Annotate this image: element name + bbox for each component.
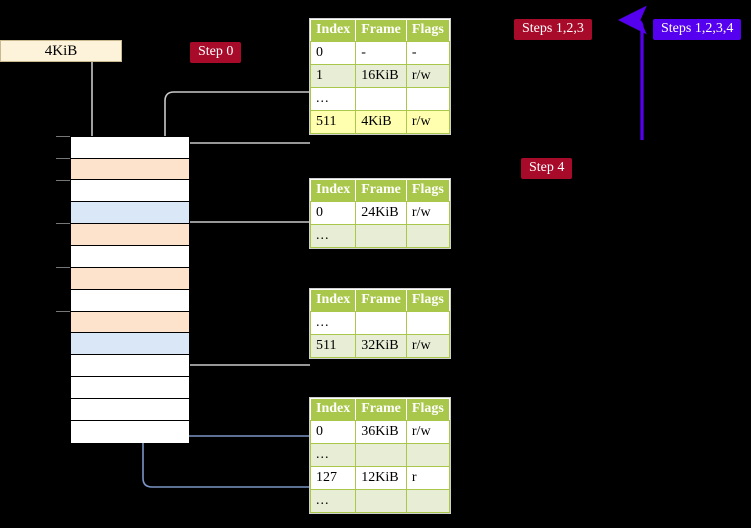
table-row: ... <box>309 489 450 513</box>
table-cell-flags: r/w <box>405 64 450 88</box>
physical-memory-column <box>70 136 190 443</box>
memory-frame-row <box>71 377 189 399</box>
table-cell-frame: - <box>355 41 407 65</box>
column-header-index: Index <box>309 289 357 312</box>
memory-frame-row <box>71 137 189 159</box>
table-cell-flags: r <box>405 466 450 490</box>
table-cell-frame: 4KiB <box>355 110 407 134</box>
table-cell-frame <box>355 224 407 248</box>
step-0-label: Step 0 <box>190 42 242 63</box>
memory-frame-row <box>71 355 189 377</box>
memory-tick <box>56 267 70 268</box>
memory-tick <box>56 136 70 137</box>
column-header-frame: Frame <box>355 289 407 312</box>
column-header-frame: Frame <box>355 179 407 202</box>
column-header-index: Index <box>309 19 357 42</box>
memory-frame-row <box>71 333 189 355</box>
memory-frame-row <box>71 202 189 224</box>
table-cell-flags: r/w <box>405 110 450 134</box>
memory-frame-row <box>71 180 189 202</box>
memory-tick <box>56 311 70 312</box>
table-cell-flags <box>405 87 450 111</box>
memory-frame-row <box>71 421 189 443</box>
table-cell-flags <box>405 224 450 248</box>
table-cell-flags: r/w <box>405 201 450 225</box>
frame-size-box: 4KiB <box>0 40 122 62</box>
steps-1234-label: Steps 1,2,3,4 <box>653 19 742 40</box>
table-cell-index: 0 <box>309 41 357 65</box>
memory-frame-row <box>71 312 189 333</box>
table-cell-frame <box>355 311 407 335</box>
column-header-flags: Flags <box>405 179 450 202</box>
table-row: 0-- <box>309 41 450 65</box>
table-cell-index: ... <box>309 443 357 467</box>
column-header-index: Index <box>309 179 357 202</box>
table-cell-frame <box>355 443 407 467</box>
table-cell-frame <box>355 87 407 111</box>
table-row: ... <box>309 443 450 467</box>
memory-tick <box>56 158 70 159</box>
column-header-frame: Frame <box>355 19 407 42</box>
memory-frame-row <box>71 399 189 421</box>
memory-frame-row <box>71 246 189 268</box>
table-cell-flags <box>405 443 450 467</box>
table-row: ... <box>309 311 450 335</box>
table-cell-flags <box>405 311 450 335</box>
memory-frame-row <box>71 268 189 290</box>
column-header-index: Index <box>309 398 357 421</box>
table-cell-index: 511 <box>309 334 357 358</box>
table-cell-frame: 24KiB <box>355 201 407 225</box>
memory-tick <box>56 180 70 181</box>
column-header-frame: Frame <box>355 398 407 421</box>
table-cell-frame: 32KiB <box>355 334 407 358</box>
table-cell-index: 1 <box>309 64 357 88</box>
table-cell-index: ... <box>309 311 357 335</box>
table-row: ... <box>309 87 450 111</box>
table-cell-frame: 36KiB <box>355 420 407 444</box>
table-cell-index: ... <box>309 87 357 111</box>
column-header-flags: Flags <box>405 19 450 42</box>
memory-frame-row <box>71 290 189 312</box>
table-cell-index: 0 <box>309 201 357 225</box>
table-cell-index: 511 <box>309 110 357 134</box>
table-cell-frame: 12KiB <box>355 466 407 490</box>
table-cell-flags: r/w <box>405 420 450 444</box>
table-cell-index: 0 <box>309 420 357 444</box>
table-cell-index: ... <box>309 489 357 513</box>
table-cell-frame: 16KiB <box>355 64 407 88</box>
table-cell-frame <box>355 489 407 513</box>
table-cell-flags: - <box>405 41 450 65</box>
table-cell-index: 127 <box>309 466 357 490</box>
table-cell-index: ... <box>309 224 357 248</box>
table-cell-flags <box>405 489 450 513</box>
memory-frame-row <box>71 159 189 180</box>
steps-123-label: Steps 1,2,3 <box>514 19 592 40</box>
column-header-flags: Flags <box>405 398 450 421</box>
column-header-flags: Flags <box>405 289 450 312</box>
step-4-label: Step 4 <box>521 158 573 179</box>
table-cell-flags: r/w <box>405 334 450 358</box>
memory-frame-row <box>71 224 189 246</box>
memory-tick <box>56 223 70 224</box>
table-row: ... <box>309 224 450 248</box>
